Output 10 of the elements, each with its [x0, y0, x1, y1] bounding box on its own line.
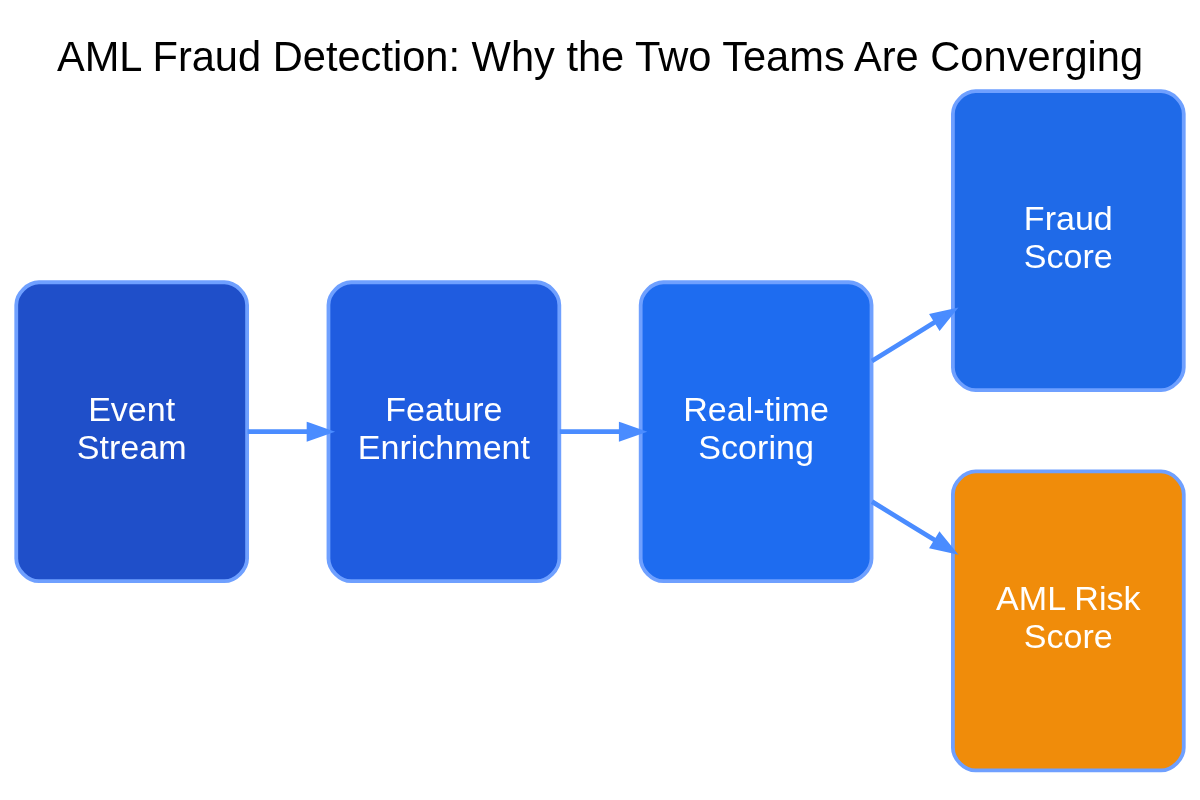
node-box: AML Risk Score	[951, 469, 1186, 772]
node-box: Real-time Scoring	[638, 279, 874, 583]
arrow	[559, 421, 648, 442]
node-box: Event Stream	[14, 279, 249, 583]
arrow	[870, 307, 959, 363]
arrow	[247, 421, 336, 442]
node-box: Feature Enrichment	[326, 279, 562, 583]
node-box: Fraud Score	[951, 88, 1186, 392]
arrow	[870, 499, 959, 555]
diagram-title: AML Fraud Detection: Why the Two Teams Are Converging	[56, 32, 1144, 80]
